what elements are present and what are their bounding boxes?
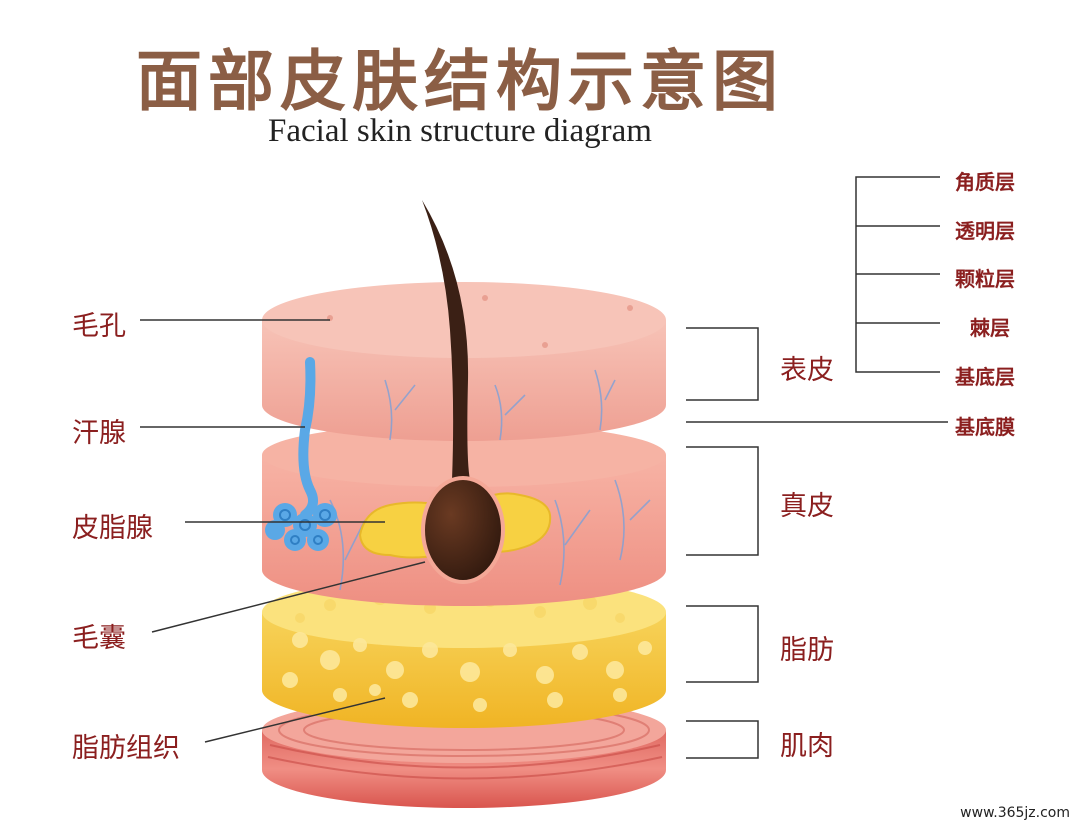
label-muscle: 肌肉: [780, 731, 834, 762]
label-hair-follicle: 毛囊: [72, 623, 126, 654]
hair-follicle: [421, 200, 505, 584]
page-subtitle: Facial skin structure diagram: [268, 113, 652, 149]
sublabel-stratum-corneum: 角质层: [955, 170, 1015, 194]
label-fat: 脂肪: [780, 635, 834, 666]
sublabel-stratum-spinosum: 棘层: [970, 316, 1010, 340]
sweat-gland: [265, 357, 337, 551]
sublabel-stratum-lucidum: 透明层: [955, 219, 1015, 243]
sublabel-basement-membrane: 基底膜: [955, 415, 1015, 439]
left-leader-lines: [140, 319, 426, 743]
sublabel-stratum-granulosum: 颗粒层: [955, 267, 1015, 291]
label-adipose-tissue: 脂肪组织: [72, 733, 180, 764]
right-brackets: [686, 176, 948, 759]
label-sebaceous-gland: 皮脂腺: [72, 513, 153, 544]
label-sweat-gland: 汗腺: [72, 418, 126, 449]
label-pore: 毛孔: [72, 311, 126, 342]
label-epidermis: 表皮: [780, 355, 834, 386]
label-dermis: 真皮: [780, 491, 834, 522]
page-title: 面部皮肤结构示意图: [136, 43, 784, 120]
watermark: www.365jz.com: [960, 805, 1070, 821]
sublabel-stratum-basale: 基底层: [955, 365, 1015, 389]
